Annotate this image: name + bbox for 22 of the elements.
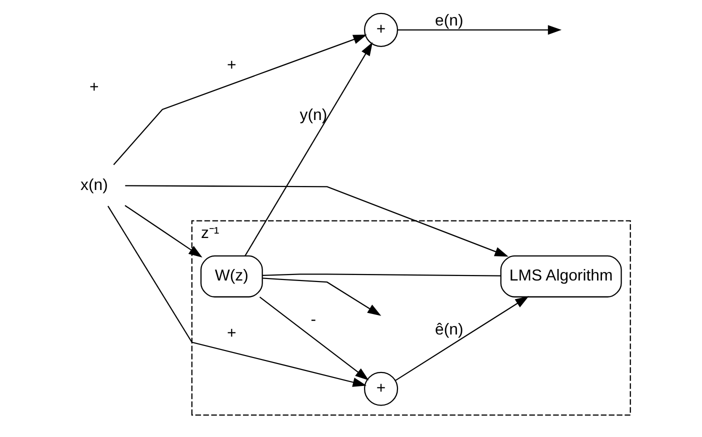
node-box: LMS Algorithm <box>500 255 622 298</box>
edge-label: + <box>226 56 236 74</box>
connector <box>262 274 500 276</box>
edge-label: e(n) <box>434 12 463 30</box>
arrow <box>244 42 372 256</box>
node-box: W(z) <box>200 255 262 298</box>
node-text: x(n) <box>80 176 108 194</box>
node-circle: + <box>364 372 398 406</box>
node-circle: + <box>364 12 398 47</box>
arrow <box>124 185 508 257</box>
arrow <box>397 25 562 35</box>
edge-label: ê(n) <box>434 322 463 339</box>
edge-label: + <box>226 325 236 342</box>
arrow <box>124 205 202 258</box>
edge-label: y(n) <box>299 106 327 124</box>
arrow <box>112 34 366 166</box>
arrow <box>394 296 528 381</box>
edge-label: - <box>310 311 316 328</box>
arrow <box>258 296 368 380</box>
arrow <box>106 206 366 387</box>
arrow <box>262 278 381 316</box>
label: + <box>89 79 98 96</box>
